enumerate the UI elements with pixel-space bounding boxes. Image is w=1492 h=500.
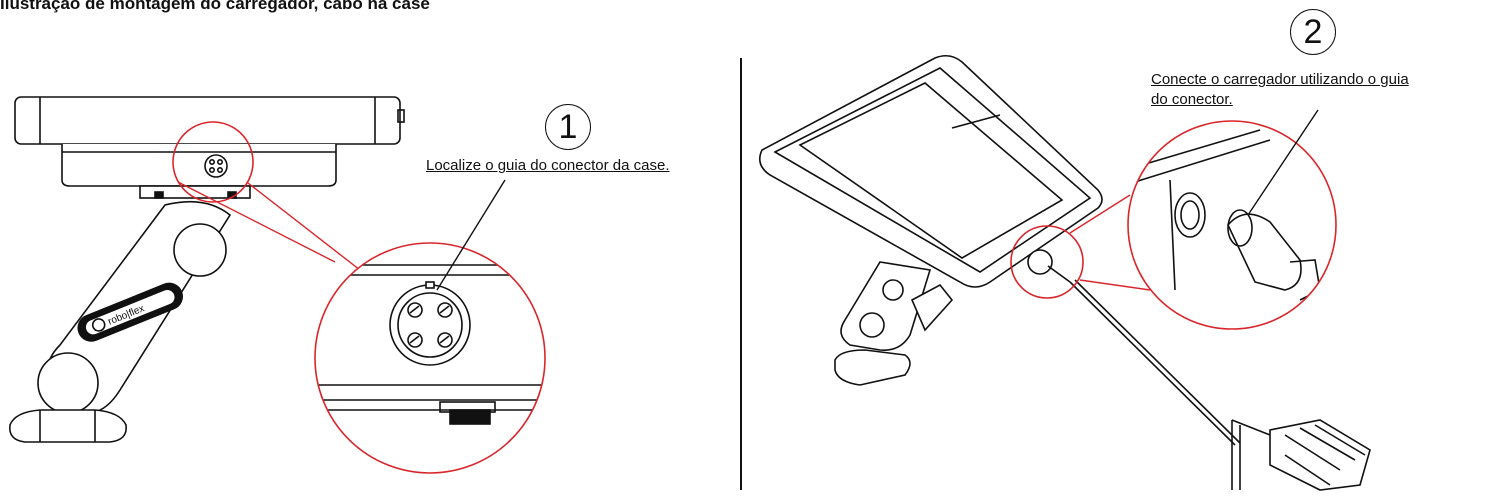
step-2-caption-line2: do conector. bbox=[1151, 91, 1233, 108]
highlight-circle-small-right bbox=[1010, 225, 1084, 299]
device-side-view bbox=[14, 96, 405, 199]
roboflex-logo: robo|flex bbox=[77, 282, 183, 342]
page-title: Ilustração de montagem do carregador, ca… bbox=[0, 0, 430, 13]
charger-cable bbox=[1027, 249, 1371, 491]
highlight-circle-small bbox=[172, 121, 254, 203]
zoom-circle-connector bbox=[314, 242, 546, 474]
step-2-caption-line1: Conecte o carregador utilizando o guia bbox=[1151, 71, 1409, 88]
device-perspective-view bbox=[759, 54, 1103, 386]
case-connector-small bbox=[204, 154, 228, 178]
zoom-circle-plug bbox=[1127, 120, 1337, 330]
step-2-number: 2 bbox=[1290, 8, 1336, 55]
step-1-number: 1 bbox=[545, 103, 591, 150]
mount-arm: robo|flex bbox=[8, 200, 232, 443]
panel-divider bbox=[740, 58, 742, 490]
leader-line-2 bbox=[1247, 109, 1319, 216]
leader-line-1 bbox=[436, 179, 506, 291]
step-2-caption: Conecte o carregador utilizando o guia d… bbox=[1151, 70, 1409, 110]
step-1-caption: Localize o guia do conector da case. bbox=[426, 157, 670, 174]
